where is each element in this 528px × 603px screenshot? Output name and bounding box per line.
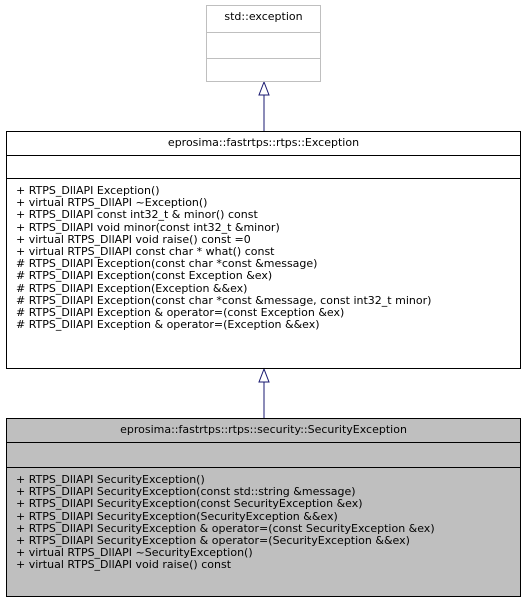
method-item: + RTPS_DllAPI SecurityException(Security… xyxy=(16,509,338,523)
class-title: std::exception xyxy=(224,10,303,23)
arrow-focus-to-parent xyxy=(258,367,270,418)
method-item: + virtual RTPS_DllAPI const char * what(… xyxy=(16,245,275,259)
method-item: # RTPS_DllAPI Exception(Exception &&ex) xyxy=(16,281,248,295)
method-item: + RTPS_DllAPI void minor(const int32_t &… xyxy=(16,220,280,234)
class-std-exception[interactable]: std::exception xyxy=(206,5,321,82)
method-item: + RTPS_DllAPI SecurityException & operat… xyxy=(16,534,410,548)
method-item: + virtual RTPS_DllAPI ~SecurityException… xyxy=(16,546,253,560)
class-attributes-section xyxy=(7,155,520,178)
class-security-exception[interactable]: eprosima::fastrtps::rtps::security::Secu… xyxy=(6,418,521,597)
class-attributes-section xyxy=(7,442,520,467)
class-title: eprosima::fastrtps::rtps::security::Secu… xyxy=(120,423,407,436)
class-methods-section: + RTPS_DllAPI SecurityException() + RTPS… xyxy=(7,467,520,596)
class-attributes-section xyxy=(207,32,320,57)
method-item: + RTPS_DllAPI const int32_t & minor() co… xyxy=(16,208,258,222)
method-item: # RTPS_DllAPI Exception & operator=(Exce… xyxy=(16,318,320,332)
method-item: + virtual RTPS_DllAPI void raise() const xyxy=(16,558,232,572)
method-item: + RTPS_DllAPI SecurityException(const Se… xyxy=(16,497,363,511)
method-item: # RTPS_DllAPI Exception(const char *cons… xyxy=(16,293,432,307)
arrow-parent-to-base xyxy=(258,80,270,131)
method-item: + virtual RTPS_DllAPI void raise() const… xyxy=(16,232,251,246)
method-item: + RTPS_DllAPI SecurityException & operat… xyxy=(16,521,435,535)
class-methods-section: + RTPS_DllAPI Exception() + virtual RTPS… xyxy=(7,178,520,368)
method-item: # RTPS_DllAPI Exception(const Exception … xyxy=(16,269,273,283)
class-methods-section xyxy=(207,58,320,81)
method-item: # RTPS_DllAPI Exception(const char *cons… xyxy=(16,257,318,271)
method-item: + virtual RTPS_DllAPI ~Exception() xyxy=(16,196,208,210)
class-rtps-exception[interactable]: eprosima::fastrtps::rtps::Exception + RT… xyxy=(6,131,521,369)
method-item: + RTPS_DllAPI SecurityException() xyxy=(16,473,205,486)
method-item: + RTPS_DllAPI SecurityException(const st… xyxy=(16,485,356,499)
method-item: + RTPS_DllAPI Exception() xyxy=(16,184,160,197)
method-item: # RTPS_DllAPI Exception & operator=(cons… xyxy=(16,306,345,320)
class-title: eprosima::fastrtps::rtps::Exception xyxy=(167,136,360,149)
